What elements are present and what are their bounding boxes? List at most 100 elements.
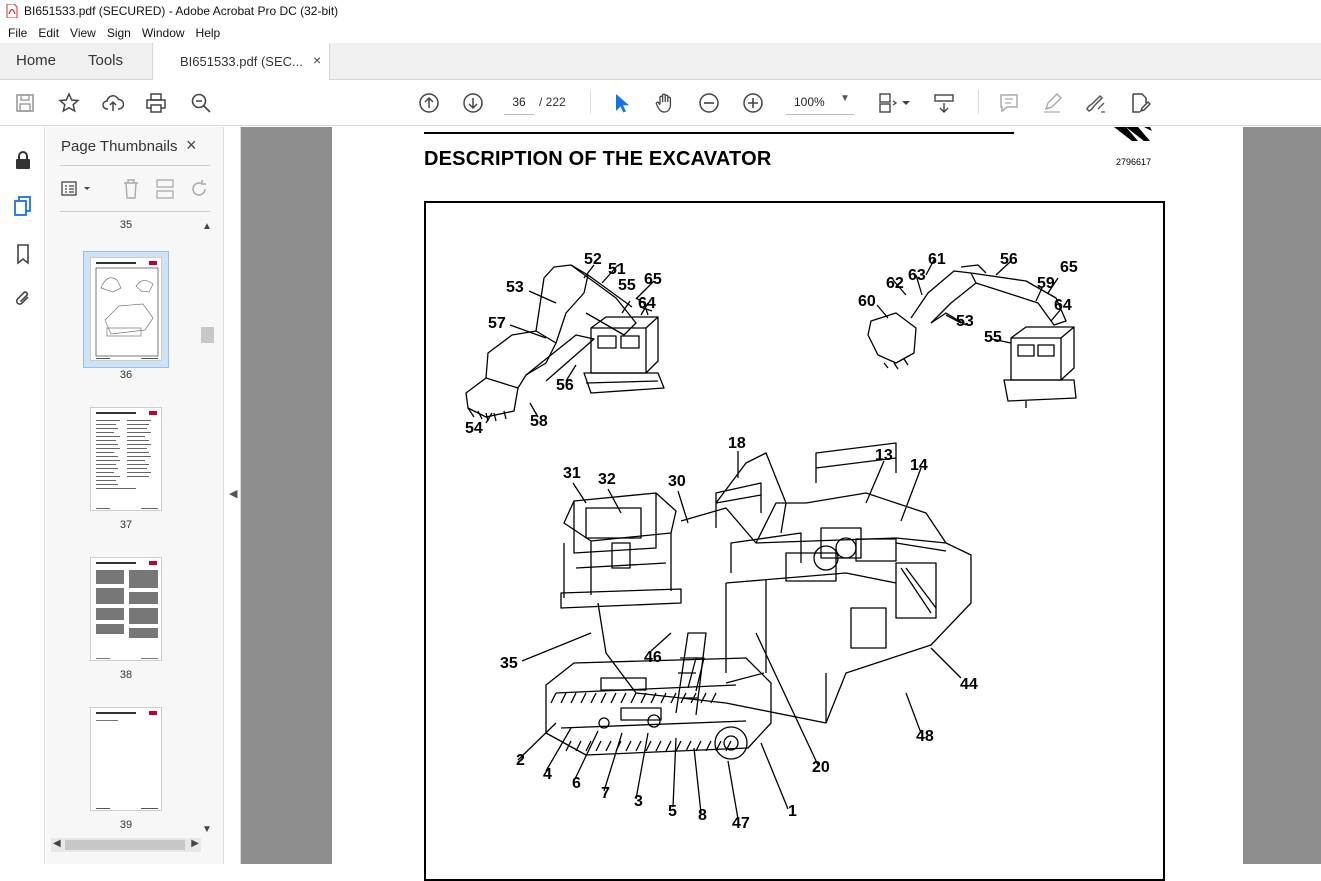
extract-page-icon[interactable]	[154, 177, 176, 201]
callout-label: 55	[618, 277, 636, 294]
callout-label: 54	[465, 420, 483, 437]
zoom-in-icon[interactable]	[741, 91, 765, 115]
next-page-icon[interactable]	[461, 91, 485, 115]
page-thumbnails-icon[interactable]	[11, 194, 35, 218]
window-title: BI651533.pdf (SECURED) - Adobe Acrobat P…	[24, 4, 339, 18]
menu-help[interactable]: Help	[195, 25, 221, 40]
left-navigation-rail	[0, 127, 45, 864]
scroll-mode-icon[interactable]	[932, 91, 956, 115]
page-heading: DESCRIPTION OF THE EXCAVATOR	[424, 148, 772, 170]
callout-label: 57	[488, 315, 506, 332]
sign-pen-icon[interactable]	[1084, 91, 1108, 115]
menu-sign[interactable]: Sign	[106, 25, 131, 40]
bookmark-star-icon[interactable]	[57, 91, 81, 115]
page-thumbnails-panel: Page Thumbnails × 35 36	[46, 127, 223, 864]
callout-label: 18	[728, 435, 746, 452]
collapse-panel-icon[interactable]: ◀	[229, 488, 238, 500]
document-viewport[interactable]: DESCRIPTION OF THE EXCAVATOR 2796617	[241, 127, 1321, 881]
edit-document-icon[interactable]	[1128, 91, 1152, 115]
header-rule	[424, 132, 1014, 134]
callout-label: 35	[500, 655, 518, 672]
callout-label: 47	[732, 815, 750, 832]
zoom-select[interactable]: 100% ▼	[786, 89, 854, 115]
highlight-pen-icon[interactable]	[1040, 91, 1064, 115]
manufacturer-logo	[1114, 127, 1152, 141]
menu-edit[interactable]: Edit	[38, 25, 60, 40]
scroll-left-icon[interactable]: ◀	[53, 838, 61, 849]
tab-home[interactable]: Home	[16, 52, 57, 69]
select-cursor-icon[interactable]	[609, 91, 633, 115]
thumbnail-page-37[interactable]	[90, 407, 162, 511]
bookmark-icon[interactable]	[11, 242, 35, 266]
thumbnail-page-38[interactable]	[90, 557, 162, 661]
thumbnail-page-label: 38	[119, 669, 133, 681]
menu-bar: File Edit View Sign Window Help	[0, 22, 1321, 43]
thumbnail-page-label: 39	[119, 819, 133, 831]
comment-icon[interactable]	[997, 91, 1021, 115]
tab-document[interactable]: BI651533.pdf (SEC... ×	[152, 43, 330, 80]
scrollbar-thumb[interactable]	[201, 327, 214, 343]
menu-window[interactable]: Window	[141, 25, 185, 40]
excavator-illustration	[465, 257, 1077, 820]
thumbnail-options-icon[interactable]	[60, 177, 94, 201]
rotate-page-icon[interactable]	[188, 177, 210, 201]
thumbnail-vertical-scrollbar[interactable]: ▲ ▼	[200, 221, 214, 837]
callout-label: 44	[960, 676, 978, 693]
zoom-out-icon[interactable]	[697, 91, 721, 115]
callout-label: 63	[908, 267, 926, 284]
menu-file[interactable]: File	[8, 25, 28, 40]
menu-view[interactable]: View	[70, 25, 96, 40]
callout-label: 64	[638, 295, 656, 312]
zoom-search-icon[interactable]	[189, 91, 213, 115]
panel-splitter[interactable]: ◀	[223, 127, 241, 864]
callout-label: 56	[556, 377, 574, 394]
previous-page-icon[interactable]	[417, 91, 441, 115]
callout-label: 7	[601, 785, 610, 802]
page-fit-icon[interactable]	[876, 91, 900, 115]
thumbnail-page-label: 37	[119, 519, 133, 531]
scrollbar-thumb[interactable]	[65, 840, 185, 850]
delete-page-icon[interactable]	[120, 177, 142, 201]
page-number-input[interactable]: 36	[504, 89, 534, 115]
callout-label: 6	[572, 775, 581, 792]
page-fit-dropdown-icon[interactable]	[900, 91, 912, 115]
thumbnail-horizontal-scrollbar[interactable]: ◀ ▶	[51, 838, 201, 852]
callout-label: 62	[886, 275, 904, 292]
callout-label: 5	[668, 803, 677, 820]
callout-label: 8	[698, 807, 707, 824]
document-tab-label: BI651533.pdf (SEC...	[180, 54, 303, 69]
close-tab-icon[interactable]: ×	[313, 52, 322, 68]
callout-label: 1	[788, 803, 797, 820]
callout-label: 52	[584, 251, 602, 268]
callout-label: 20	[812, 759, 830, 776]
close-panel-icon[interactable]: ×	[186, 135, 197, 155]
tab-bar: Home Tools BI651533.pdf (SEC... ×	[0, 43, 1321, 80]
title-bar: BI651533.pdf (SECURED) - Adobe Acrobat P…	[0, 0, 1321, 22]
attachment-paperclip-icon[interactable]	[11, 287, 35, 311]
save-icon[interactable]	[13, 91, 37, 115]
upload-cloud-icon[interactable]	[101, 91, 125, 115]
hand-tool-icon[interactable]	[653, 91, 677, 115]
callout-label: 58	[530, 413, 548, 430]
lock-icon[interactable]	[11, 148, 35, 172]
scroll-up-icon[interactable]: ▲	[202, 221, 212, 232]
callout-label: 56	[1000, 251, 1018, 268]
callout-label: 53	[956, 313, 974, 330]
callout-label: 48	[916, 728, 934, 745]
thumbnail-page-36[interactable]	[90, 257, 162, 361]
thumbnail-page-39[interactable]	[90, 707, 162, 811]
toolbar-divider	[978, 90, 979, 114]
print-icon[interactable]	[144, 91, 168, 115]
thumbnail-page-label: 35	[119, 219, 133, 231]
callout-label: 59	[1037, 275, 1055, 292]
tab-tools[interactable]: Tools	[88, 52, 124, 69]
page-total: / 222	[539, 95, 566, 109]
scroll-right-icon[interactable]: ▶	[191, 838, 199, 849]
chevron-down-icon: ▼	[840, 93, 850, 104]
toolbar-divider	[590, 90, 591, 114]
acrobat-app-icon	[6, 4, 18, 18]
panel-divider	[60, 165, 210, 166]
callout-label: 14	[910, 457, 928, 474]
scroll-down-icon[interactable]: ▼	[202, 824, 212, 835]
callout-label: 46	[644, 649, 662, 666]
